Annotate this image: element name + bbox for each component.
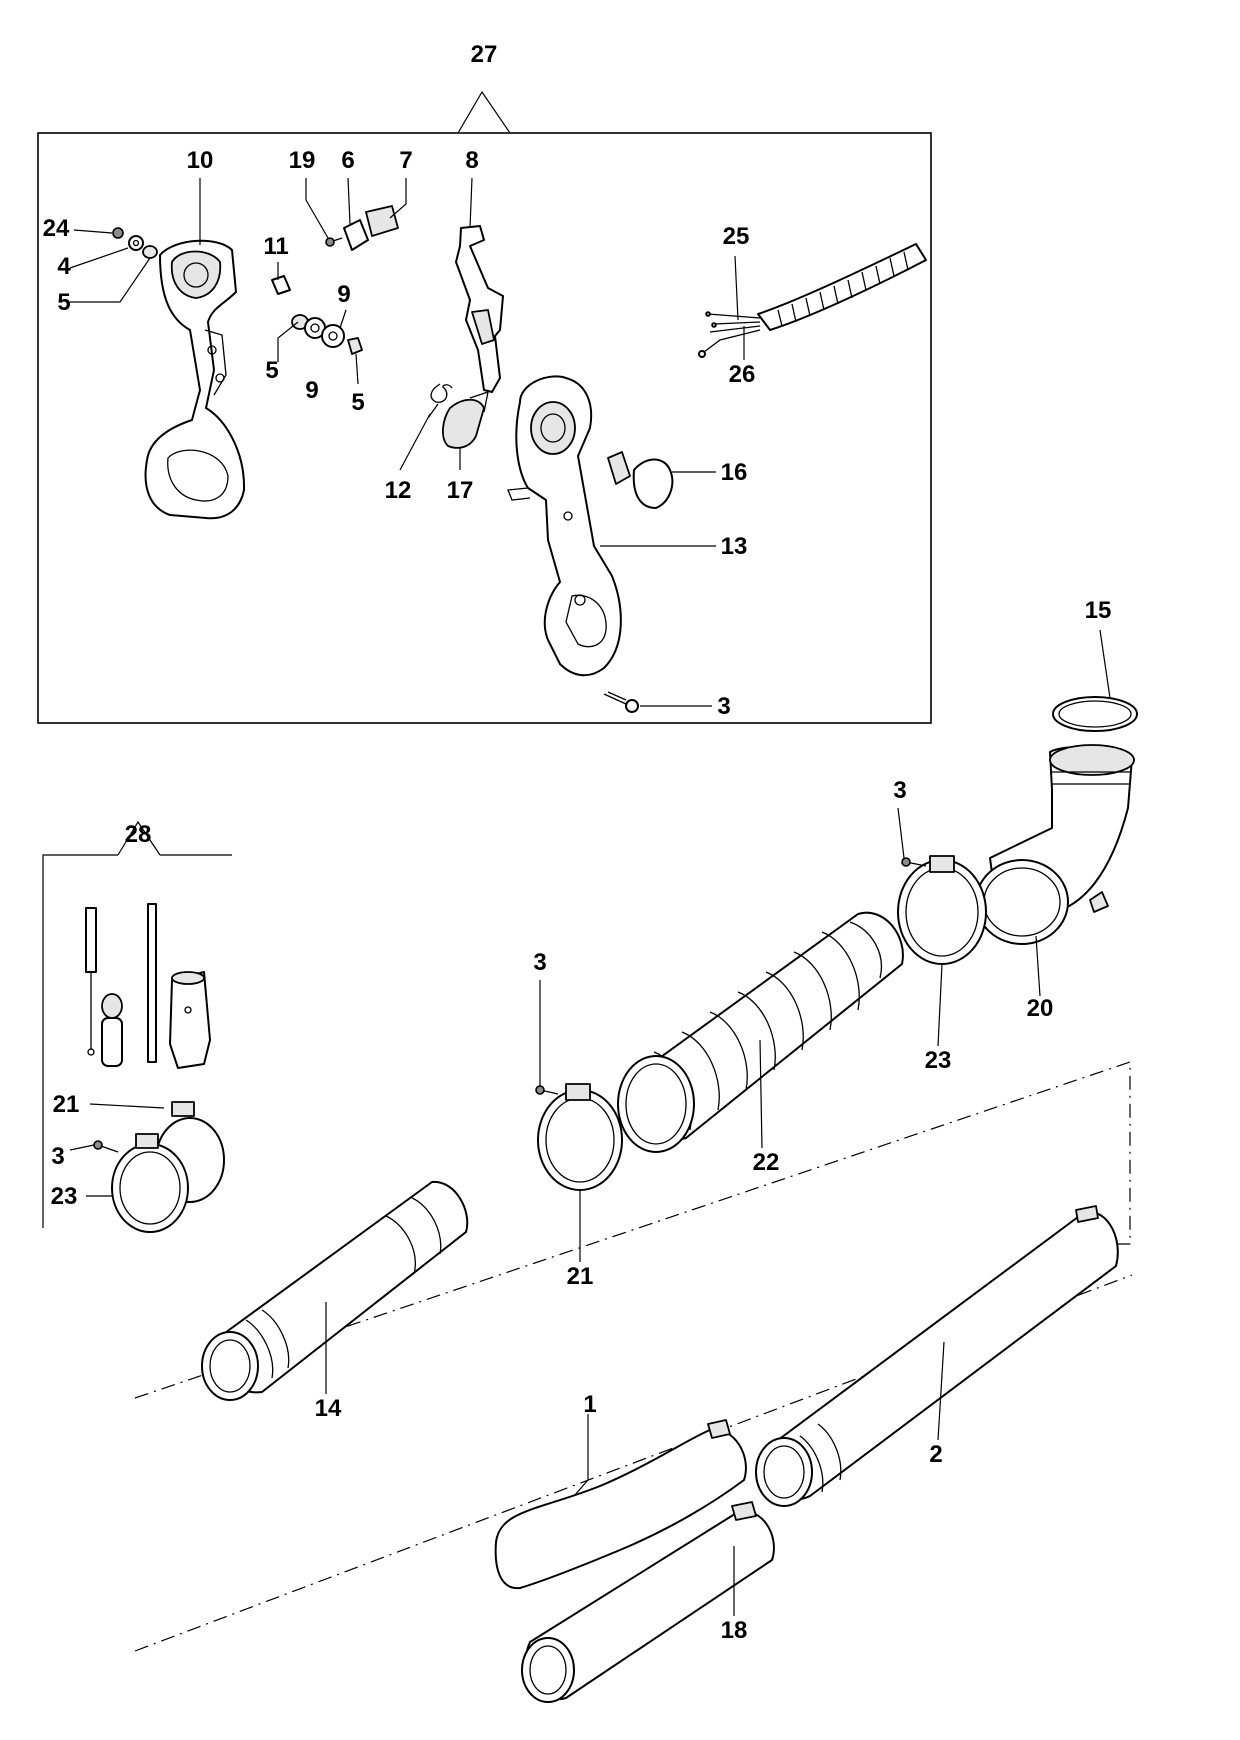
callout-7: 7	[399, 147, 412, 174]
hose-clamp-21	[537, 1083, 623, 1191]
o-ring-15	[1052, 696, 1138, 732]
callout-5a: 5	[57, 289, 70, 316]
callout-8: 8	[465, 147, 478, 174]
clip-11	[271, 275, 291, 295]
knob-16	[607, 451, 674, 509]
hose-clamp-23-kit	[111, 1133, 189, 1233]
callout-6: 6	[341, 147, 354, 174]
rod-tool	[147, 903, 157, 1063]
bushing-5-a	[142, 245, 158, 259]
washer-4	[128, 235, 144, 251]
callout-11: 11	[263, 233, 288, 260]
callout-9b: 9	[305, 377, 318, 404]
callout-21-kit: 21	[53, 1091, 80, 1118]
contact-6	[343, 219, 369, 251]
callout-26: 26	[729, 361, 756, 388]
screw-3-middle	[535, 1085, 559, 1095]
bushing-5-c	[347, 337, 363, 355]
nozzle-18	[521, 1501, 775, 1703]
callout-19: 19	[289, 147, 316, 174]
callout-5c: 5	[351, 389, 364, 416]
washer-9-b	[321, 324, 345, 348]
tube-2	[755, 1205, 1119, 1507]
callout-3-kit: 3	[51, 1143, 64, 1170]
screw-3-frame	[603, 691, 639, 713]
handle-half-13	[507, 375, 622, 677]
callout-21-middle: 21	[567, 1263, 594, 1290]
tube-1	[494, 1419, 747, 1590]
screw-19	[325, 237, 343, 247]
callout-12: 12	[385, 477, 412, 504]
callout-4: 4	[57, 253, 71, 280]
callout-labels: 27 10 19 6 7 8 24 4 5 11 9 5 9 5 12 17 1…	[43, 41, 1112, 1644]
callout-1: 1	[583, 1391, 596, 1418]
kit-28-bracket	[42, 820, 232, 1228]
callout-25: 25	[723, 223, 750, 250]
callout-28: 28	[125, 821, 152, 848]
switch-plate-7	[365, 205, 399, 237]
callout-9a: 9	[337, 281, 350, 308]
callout-23-upper: 23	[925, 1047, 952, 1074]
callout-10: 10	[187, 147, 214, 174]
screwdriver-short	[101, 993, 123, 1067]
callout-16: 16	[721, 459, 748, 486]
hose-clamp-23	[897, 855, 987, 965]
callout-2: 2	[929, 1441, 942, 1468]
callout-5b: 5	[265, 357, 278, 384]
callout-27: 27	[471, 41, 498, 68]
callout-24: 24	[43, 215, 70, 242]
callout-3-frame: 3	[717, 693, 730, 720]
wire-harness-26	[705, 311, 717, 328]
socket-wrench	[169, 971, 211, 1069]
trigger-lever-8	[455, 225, 504, 393]
alignment-line-lower	[134, 1274, 1133, 1652]
trigger-17	[442, 391, 489, 449]
callout-13: 13	[721, 533, 748, 560]
screwdriver-long	[85, 907, 97, 1056]
assembly-27-frame	[37, 90, 932, 724]
screw-24	[112, 227, 124, 239]
screw-3-upper	[901, 857, 927, 867]
wire-harness-25	[698, 243, 927, 358]
callout-3-upper: 3	[893, 777, 906, 804]
elbow-tube-20	[975, 744, 1135, 945]
callout-15: 15	[1085, 597, 1112, 624]
callout-18: 18	[721, 1617, 748, 1644]
screw-3-kit	[93, 1140, 119, 1153]
callout-17: 17	[447, 477, 474, 504]
callout-22: 22	[753, 1149, 780, 1176]
callout-3-middle: 3	[533, 949, 546, 976]
callout-20: 20	[1027, 995, 1054, 1022]
flex-hose-22	[617, 911, 904, 1153]
callout-23-kit: 23	[51, 1183, 78, 1210]
leader-lines	[69, 177, 1111, 1616]
callout-14: 14	[315, 1395, 342, 1422]
tube-14	[201, 1180, 469, 1401]
handle-half-10	[144, 239, 246, 520]
